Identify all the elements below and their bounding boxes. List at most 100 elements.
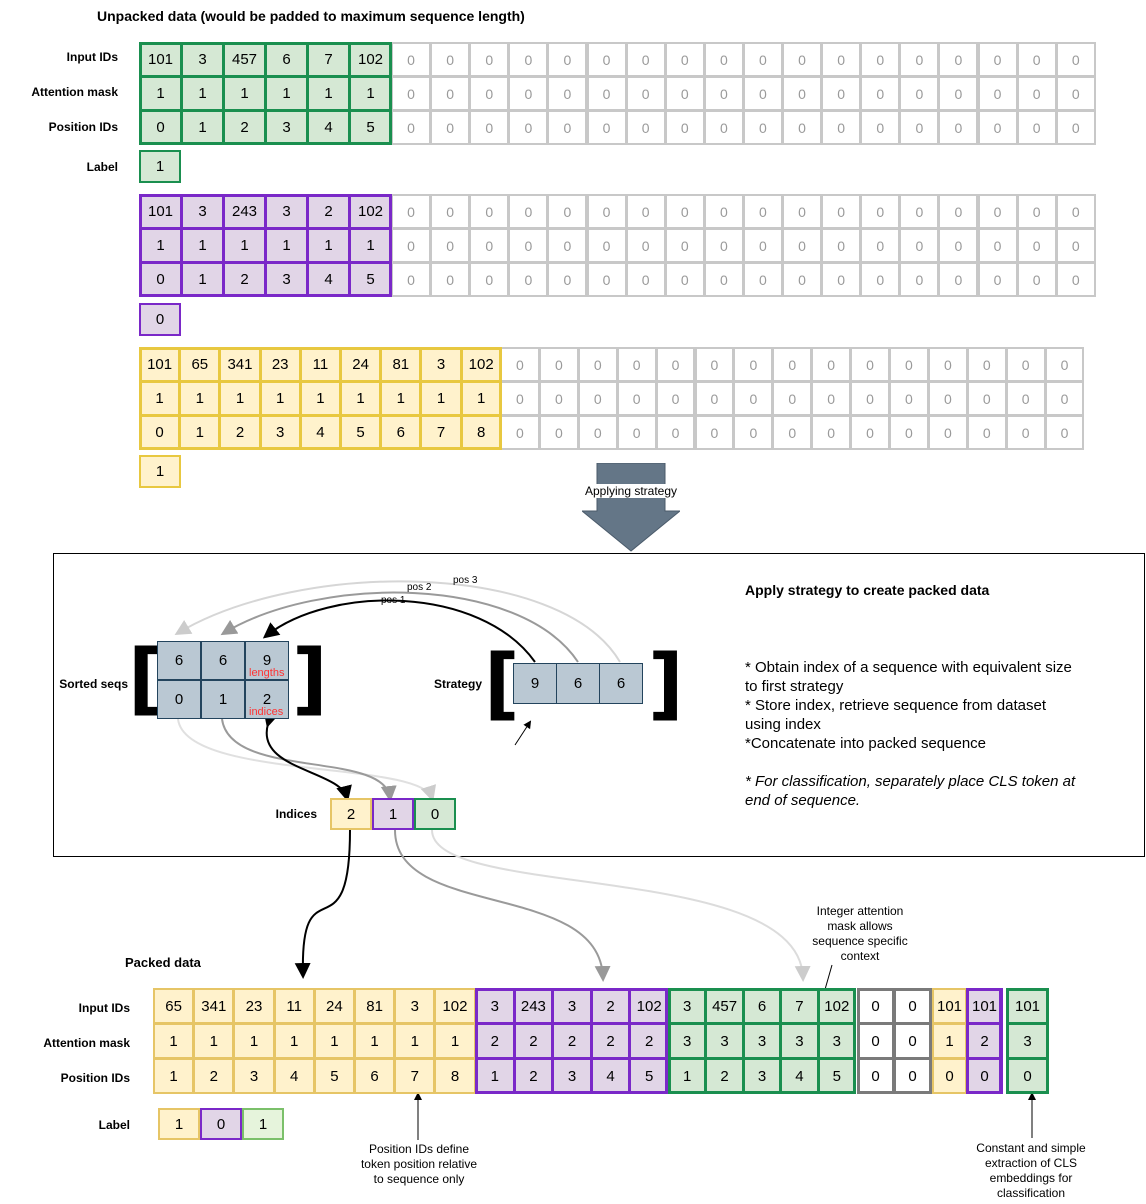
seq3-pad-cell: 0 [616, 381, 657, 416]
seq1-pad-cell: 0 [391, 110, 432, 145]
seq2-pad-cell: 0 [430, 194, 471, 229]
packed-attention-mask-cell: 3 [1006, 1023, 1049, 1059]
seq1-position-ids-cell: 2 [223, 110, 266, 145]
seq3-pad-cell: 0 [616, 415, 657, 450]
strategy-classification-note: * For classification, separately place C… [745, 773, 1076, 809]
seq2-pad-cell: 0 [469, 262, 510, 297]
packed-attention-mask-cell: 1 [394, 1023, 436, 1059]
seq3-pad-cell: 0 [655, 415, 696, 450]
seq1-pad-cell: 0 [1016, 76, 1057, 111]
sorted-length-cell: 6 [201, 641, 245, 680]
packed-label-cell: 1 [158, 1108, 200, 1140]
seq2-pad-cell: 0 [860, 262, 901, 297]
seq1-pad-cell: 0 [977, 110, 1018, 145]
seq2-pad-cell: 0 [625, 194, 666, 229]
seq1-pad-cell: 0 [508, 110, 549, 145]
seq2-pad-cell: 0 [508, 228, 549, 263]
seq1-label-cell: 1 [139, 150, 181, 183]
row-label-attention-mask: Attention mask [31, 85, 118, 99]
seq1-pad-cell: 0 [821, 76, 862, 111]
packed-position-ids-cell: 4 [780, 1058, 819, 1094]
seq1-pad-cell: 0 [391, 42, 432, 77]
packed-position-ids-cell: 5 [817, 1058, 856, 1094]
packed-attention-mask-cell: 2 [552, 1023, 592, 1059]
seq3-pad-cell: 0 [1044, 415, 1085, 450]
packed-label-cell: 1 [242, 1108, 284, 1140]
seq1-pad-cell: 0 [586, 110, 627, 145]
seq2-pad-cell: 0 [469, 228, 510, 263]
packed-attention-mask-cell: 1 [233, 1023, 275, 1059]
packed-input-ids-cell: 3 [668, 988, 707, 1024]
seq1-position-ids-cell: 4 [307, 110, 350, 145]
seq1-pad-cell: 0 [586, 42, 627, 77]
strategy-bullets: * Obtain index of a sequence with equiva… [745, 658, 1085, 810]
packed-attention-mask-cell: 2 [590, 1023, 631, 1059]
seq3-pad-cell: 0 [850, 347, 890, 382]
seq3-pad-cell: 0 [694, 381, 735, 416]
seq1-pad-cell: 0 [860, 110, 901, 145]
seq1-pad-cell: 0 [547, 110, 588, 145]
row-label-label: Label [86, 160, 118, 174]
seq3-attention-mask-cell: 1 [219, 381, 261, 416]
integer-mask-note: Integer attention mask allows sequence s… [812, 904, 908, 963]
sorted-length-cell: 6 [157, 641, 201, 680]
seq3-pad-cell: 0 [811, 415, 852, 450]
seq2-pad-cell: 0 [547, 262, 588, 297]
position-ids-note: Position IDs define token position relat… [360, 1142, 478, 1186]
seq3-pad-cell: 0 [966, 415, 1007, 450]
applying-strategy-label: Applying strategy [572, 484, 690, 498]
indices-cell: 1 [372, 798, 414, 830]
packed-position-ids-cell: 2 [193, 1058, 235, 1094]
seq1-pad-cell: 0 [899, 42, 940, 77]
packed-input-ids-cell: 7 [780, 988, 819, 1024]
indices-tag: indices [249, 706, 284, 718]
seq3-pad-cell: 0 [733, 381, 774, 416]
seq1-pad-cell: 0 [899, 110, 940, 145]
packed-input-ids-cell: 2 [590, 988, 631, 1024]
seq1-pad-cell: 0 [391, 76, 432, 111]
sorted-seqs-right-bracket: ] [292, 634, 328, 724]
strategy-cell: 9 [513, 663, 557, 704]
packed-attention-mask-cell: 1 [932, 1023, 967, 1059]
seq3-pad-cell: 0 [811, 381, 852, 416]
packed-position-ids-cell: 1 [153, 1058, 195, 1094]
seq1-pad-cell: 0 [430, 110, 471, 145]
seq1-pad-cell: 0 [782, 76, 823, 111]
packed-position-ids-cell: 8 [434, 1058, 476, 1094]
seq2-pad-cell: 0 [821, 194, 862, 229]
packed-position-ids-cell: 4 [273, 1058, 315, 1094]
seq3-pad-cell: 0 [733, 415, 774, 450]
packed-position-ids-cell: 2 [705, 1058, 744, 1094]
packed-position-ids-cell: 1 [668, 1058, 707, 1094]
seq1-pad-cell: 0 [1055, 110, 1096, 145]
packed-input-ids-cell: 102 [629, 988, 669, 1024]
packed-input-ids-cell: 0 [857, 988, 894, 1024]
packed-attention-mask-cell: 0 [857, 1023, 894, 1059]
seq2-pad-cell: 0 [703, 262, 744, 297]
indices-cell: 0 [414, 798, 456, 830]
seq2-pad-cell: 0 [977, 194, 1018, 229]
seq2-pad-cell: 0 [860, 194, 901, 229]
packed-position-ids-cell: 0 [857, 1058, 894, 1094]
packed-row-label-attention-mask: Attention mask [43, 1036, 130, 1050]
packed-position-ids-cell: 6 [354, 1058, 396, 1094]
strategy-bullet-2: * Store index, retrieve sequence from da… [745, 697, 1046, 733]
packed-position-ids-cell: 3 [552, 1058, 592, 1094]
packed-position-ids-cell: 0 [894, 1058, 931, 1094]
packed-position-ids-cell: 3 [742, 1058, 782, 1094]
seq2-pad-cell: 0 [391, 262, 432, 297]
seq3-position-ids-cell: 2 [219, 415, 261, 450]
seq1-pad-cell: 0 [703, 42, 744, 77]
packed-position-ids-cell: 2 [513, 1058, 554, 1094]
packed-position-ids-cell: 0 [932, 1058, 967, 1094]
seq2-pad-cell: 0 [1016, 262, 1057, 297]
seq1-pad-cell: 0 [782, 110, 823, 145]
seq2-pad-cell: 0 [430, 262, 471, 297]
seq3-input-ids-cell: 24 [340, 347, 382, 382]
seq1-pad-cell: 0 [938, 110, 979, 145]
seq1-pad-cell: 0 [664, 76, 705, 111]
packed-attention-mask-cell: 3 [668, 1023, 707, 1059]
packed-attention-mask-cell: 3 [780, 1023, 819, 1059]
seq2-pad-cell: 0 [625, 262, 666, 297]
